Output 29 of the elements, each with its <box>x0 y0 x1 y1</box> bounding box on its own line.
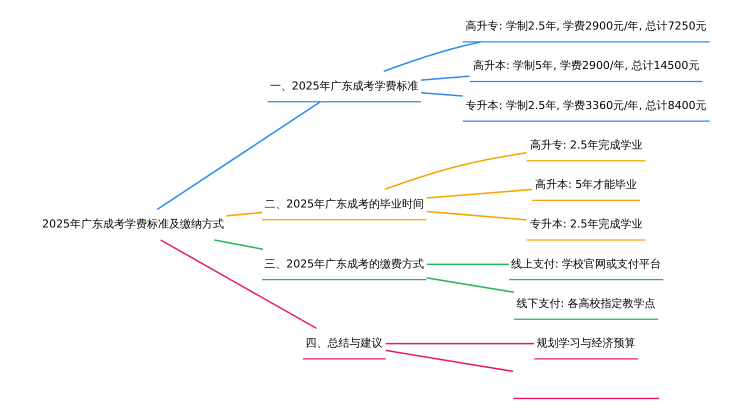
connector <box>384 152 527 190</box>
node-text: 专升本: 学制2.5年, 学费3360元/年, 总计8400元 <box>466 98 707 112</box>
node-text: 线上支付: 学校官网或支付平台 <box>511 257 662 270</box>
node-text: 高升专: 2.5年完成学业 <box>530 138 642 152</box>
node-text: 专升本: 2.5年完成学业 <box>530 218 642 231</box>
connector <box>384 41 482 72</box>
node-text: 高升本: 5年才能毕业 <box>535 178 638 192</box>
connector <box>160 239 317 330</box>
node-text: 一、2025年广东成考学费标准 <box>270 79 419 92</box>
connector <box>426 264 509 266</box>
connector <box>426 188 532 199</box>
connector <box>421 75 470 81</box>
connector <box>214 239 264 250</box>
connector <box>156 101 321 210</box>
connector <box>421 92 463 97</box>
connector <box>426 210 527 221</box>
node-text: 三、2025年广东成考的缴费方式 <box>264 257 424 270</box>
node-text: 高升专: 学制2.5年, 学费2900元/年, 总计7250元 <box>466 20 707 33</box>
connector <box>385 350 514 372</box>
node-underline <box>513 398 660 400</box>
node-text: 线下支付: 各高校指定教学点 <box>516 296 656 310</box>
node-text: 高升本: 学制5年, 学费2900/年, 总计14500元 <box>472 59 700 72</box>
node-text: 规划学习与经济预算 <box>536 336 636 350</box>
connector <box>386 342 534 344</box>
connector <box>426 277 514 294</box>
node-text: 2025年广东成考学费标准及缴纳方式 <box>42 218 224 231</box>
node-text: 四、总结与建议 <box>306 336 383 350</box>
connector <box>226 212 262 217</box>
node-text: 二、2025年广东成考的毕业时间 <box>264 197 424 210</box>
